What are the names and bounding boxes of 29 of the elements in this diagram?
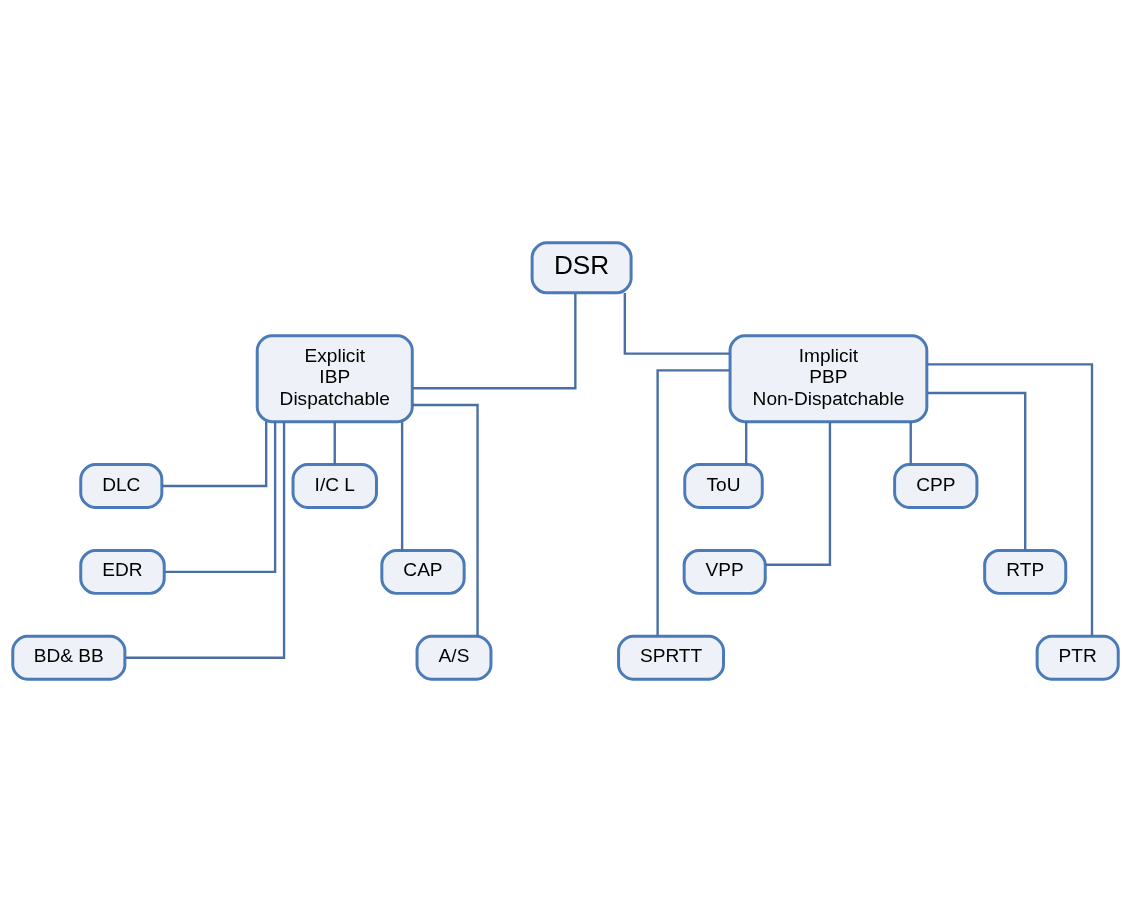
connector (412, 293, 577, 390)
connector (926, 363, 1094, 637)
node-box: I/C L (291, 463, 378, 509)
node-box: EDR (79, 548, 166, 595)
node-box: A/S (415, 634, 493, 681)
connector (744, 421, 748, 465)
connector (623, 293, 730, 355)
node-box: Implicit PBP Non-Dispatchable (728, 334, 929, 424)
connector (412, 403, 479, 637)
node-box: CPP (893, 463, 979, 509)
connector (162, 421, 268, 488)
connector (927, 391, 1027, 551)
connector (400, 422, 404, 551)
node-box: VPP (682, 548, 767, 595)
node-box: Explicit IBP Dispatchable (255, 334, 414, 424)
node-box: CAP (380, 548, 466, 595)
node-box: PTR (1035, 634, 1120, 681)
connector (765, 421, 832, 566)
connector (656, 369, 730, 637)
node-box: DLC (79, 463, 164, 509)
connector (125, 421, 286, 659)
node-box: DSR (530, 241, 633, 295)
node-box: ToU (683, 463, 764, 509)
connector (164, 422, 277, 574)
node-box: RTP (983, 548, 1068, 595)
connector (909, 421, 912, 465)
node-box: SPRTT (617, 634, 725, 681)
connector (333, 421, 336, 465)
node-box: BD& BB (11, 634, 127, 681)
